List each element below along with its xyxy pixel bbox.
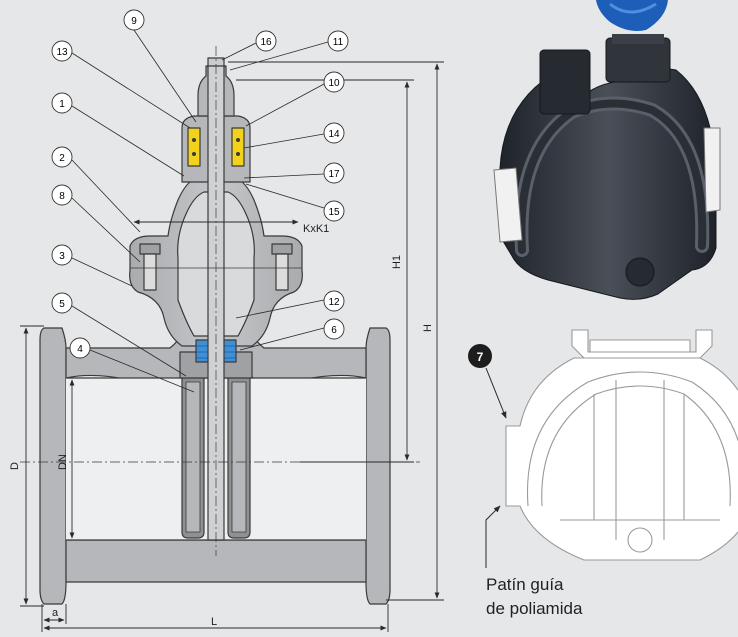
- guide-outline-outer: [505, 357, 738, 561]
- svg-text:2: 2: [59, 153, 65, 164]
- dimension-labels: KxK1 H1 H D DN a L: [9, 223, 434, 628]
- guide-pad-left: [493, 167, 523, 243]
- svg-text:10: 10: [328, 78, 340, 89]
- callout-4: 4: [69, 337, 91, 359]
- svg-text:15: 15: [328, 207, 340, 218]
- guide-3d-render: [493, 0, 721, 300]
- svg-text:14: 14: [328, 129, 340, 140]
- callout-13: 13: [51, 40, 73, 62]
- dim-h-label: H: [422, 324, 434, 332]
- dim-a-label: a: [52, 607, 59, 619]
- blue-handwheel-fragment: [596, 0, 668, 31]
- callout-9: 9: [123, 9, 145, 31]
- callout-10: 10: [323, 71, 345, 93]
- callout-3: 3: [51, 244, 73, 266]
- dim-dn-label: DN: [57, 454, 69, 470]
- bonnet-bolt-right: [271, 243, 293, 291]
- dimension-lines: [20, 61, 444, 632]
- svg-text:6: 6: [331, 325, 337, 336]
- right-flange: [365, 327, 391, 605]
- svg-text:7: 7: [477, 350, 484, 364]
- yellow-bushing-left: [187, 127, 201, 167]
- svg-text:16: 16: [260, 37, 272, 48]
- callout-17: 17: [323, 162, 345, 184]
- callout-12: 12: [323, 290, 345, 312]
- callout-14: 14: [323, 122, 345, 144]
- dim-d-label: D: [9, 462, 21, 470]
- svg-text:5: 5: [59, 299, 65, 310]
- callout-1: 1: [51, 92, 73, 114]
- guide-line-drawing: [505, 329, 738, 561]
- dim-h1-label: H1: [391, 255, 403, 269]
- callout-5: 5: [51, 292, 73, 314]
- yellow-bushing-right: [231, 127, 245, 167]
- svg-text:3: 3: [59, 251, 65, 262]
- callout-16: 16: [255, 30, 277, 52]
- dim-kxk1-label: KxK1: [303, 223, 329, 235]
- leader-lines: [71, 29, 329, 393]
- svg-text:9: 9: [131, 16, 137, 27]
- left-flange: [39, 327, 67, 605]
- guide-top-block-left: [539, 49, 591, 115]
- guide-pad-right: [703, 127, 721, 213]
- svg-text:1: 1: [59, 99, 65, 110]
- callouts: 1 2 8 3 5 4 13 9 16 11 10 14 17 15 12 6: [51, 9, 349, 359]
- callout-7-bubble: [468, 344, 492, 368]
- svg-text:11: 11: [333, 37, 344, 48]
- svg-text:13: 13: [56, 47, 68, 58]
- callout-6: 6: [323, 318, 345, 340]
- svg-text:12: 12: [328, 297, 340, 308]
- callout-11: 11: [327, 30, 349, 52]
- guide-top-block-right: [605, 37, 671, 83]
- dim-l-label: L: [211, 616, 217, 628]
- callout-8: 8: [51, 184, 73, 206]
- callout-7-group: 7: [468, 344, 507, 568]
- svg-text:4: 4: [77, 344, 83, 355]
- svg-text:8: 8: [59, 191, 65, 202]
- bonnet-bolt-left: [139, 243, 161, 291]
- callout-15: 15: [323, 200, 345, 222]
- svg-text:17: 17: [328, 169, 340, 180]
- caption-line-2: de poliamida: [486, 599, 583, 618]
- callout-2: 2: [51, 146, 73, 168]
- caption: Patín guía de poliamida: [486, 575, 583, 618]
- caption-line-1: Patín guía: [486, 575, 564, 594]
